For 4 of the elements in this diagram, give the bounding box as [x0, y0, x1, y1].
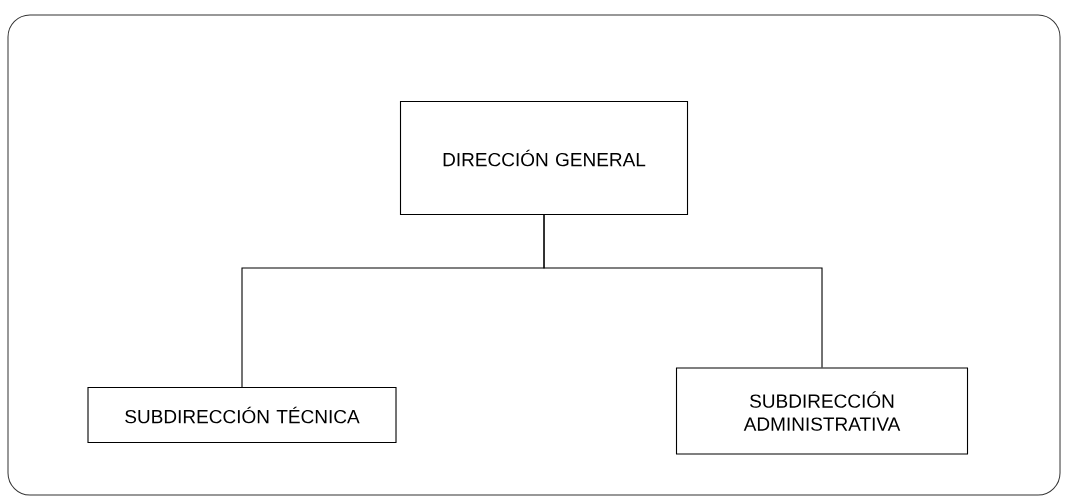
- org-box: DIRECCIÓN GENERAL: [399, 100, 689, 216]
- org-box: SUBDIRECCIÓN ADMINISTRATIVA: [675, 367, 969, 455]
- connector-line: [543, 214, 823, 368]
- org-box: SUBDIRECCIÓN TÉCNICA: [87, 386, 397, 444]
